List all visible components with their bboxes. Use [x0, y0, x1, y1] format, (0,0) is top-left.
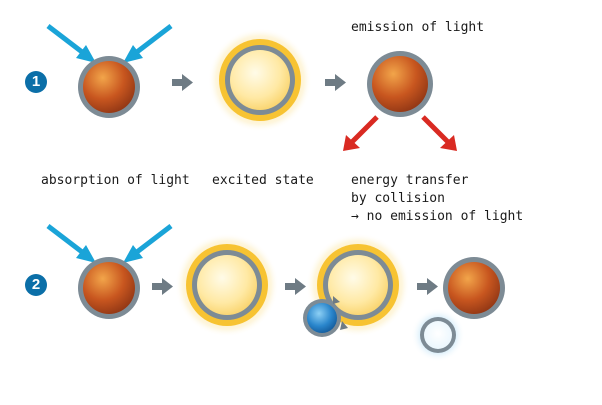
energy-transfer-arrows	[333, 296, 348, 330]
step-arrow-2c	[417, 278, 438, 295]
absorption-arrow-left-2	[46, 224, 96, 263]
emission-arrow-left	[343, 115, 379, 151]
step-badge-1: 1	[25, 71, 47, 93]
ground-state-particle	[78, 56, 140, 118]
label-emission-of-light: emission of light	[351, 20, 485, 35]
quencher-particle	[303, 299, 341, 337]
label-no-emission-of-light: → no emission of light	[351, 209, 524, 224]
excited-state-particle	[208, 28, 312, 132]
label-excited-state: excited state	[212, 173, 314, 188]
step-arrow-1a	[172, 74, 193, 91]
step-arrow-1b	[325, 74, 346, 91]
absorption-arrow-right	[123, 24, 173, 63]
row-1	[46, 24, 457, 151]
label-by-collision: by collision	[351, 191, 445, 206]
label-energy-transfer: energy transfer	[351, 173, 469, 188]
emission-arrow-right	[421, 115, 457, 151]
absorption-arrow-right-2	[123, 224, 173, 263]
excited-state-particle-2	[175, 233, 279, 337]
label-absorption-of-light: absorption of light	[41, 173, 190, 188]
step-arrow-2b	[285, 278, 306, 295]
excited-quencher-particle	[411, 308, 465, 362]
step-badge-2: 2	[25, 274, 47, 296]
step-arrow-2a	[152, 278, 173, 295]
row-2	[46, 224, 505, 362]
emitting-particle	[367, 51, 433, 117]
absorption-arrow-left	[46, 24, 96, 63]
relaxed-particle	[443, 257, 505, 319]
ground-state-particle-2	[78, 257, 140, 319]
